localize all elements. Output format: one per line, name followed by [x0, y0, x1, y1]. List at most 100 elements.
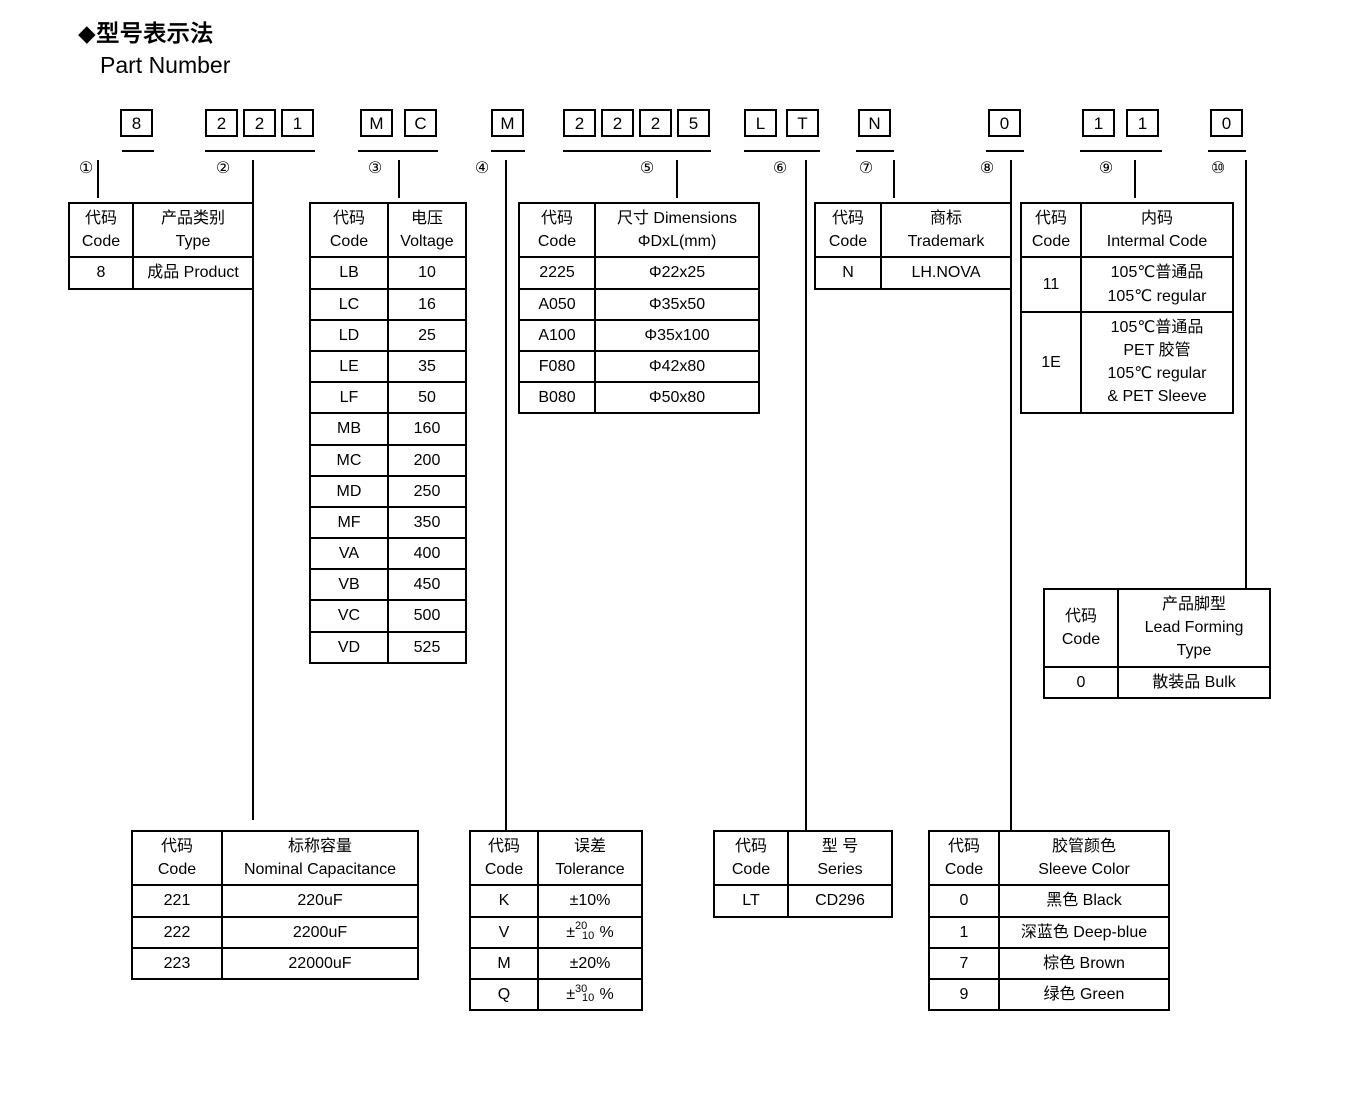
cell-value: 绿色 Green	[998, 977, 1170, 1012]
cell-code: MC	[309, 443, 389, 477]
cell-code: MF	[309, 505, 389, 540]
table-row: 代码 Code 商标 Trademark	[814, 201, 1012, 259]
group-bracket-8	[986, 150, 1024, 152]
header-code: 代码 Code	[469, 829, 539, 887]
cell-code: 221	[131, 884, 223, 918]
cell-code: A100	[518, 318, 596, 352]
cell-code: 222	[131, 915, 223, 949]
table-series: 代码 Code 型 号 Series LT CD296	[713, 829, 893, 918]
header-series: 型 号 Series	[787, 829, 893, 887]
header-code: 代码 Code	[68, 201, 134, 259]
code-box-7: 2	[563, 109, 596, 137]
group-bracket-5	[563, 150, 711, 152]
cell-value: 2200uF	[221, 915, 419, 949]
cell-value: Φ42x80	[594, 349, 760, 384]
cell-code: LF	[309, 381, 389, 415]
table-row: 代码 Code 型 号 Series	[713, 829, 893, 887]
code-box-9: 2	[639, 109, 672, 137]
cell-value: 深蓝色 Deep-blue	[998, 915, 1170, 949]
cell-value: 250	[387, 474, 467, 508]
table-row: LT CD296	[713, 884, 893, 918]
cell-value: 200	[387, 443, 467, 477]
cell-code: N	[814, 256, 882, 290]
cell-value: 成品 Product	[132, 256, 254, 290]
header-voltage: 电压 Voltage	[387, 201, 467, 259]
cell-value: Φ35x100	[594, 318, 760, 352]
cell-value: 160	[387, 412, 467, 446]
cell-value: 500	[387, 599, 467, 633]
cell-value: 棕色 Brown	[998, 946, 1170, 980]
cell-value: 黑色 Black	[998, 884, 1170, 918]
cell-code: VC	[309, 599, 389, 633]
cell-code: VD	[309, 630, 389, 664]
cell-code: LE	[309, 349, 389, 384]
group-marker-3: ③	[367, 160, 383, 177]
cell-code: MD	[309, 474, 389, 508]
cell-code: 9	[928, 977, 1000, 1012]
group-marker-9: ⑨	[1098, 160, 1114, 177]
group-bracket-10	[1208, 150, 1246, 152]
code-box-8: 2	[601, 109, 634, 137]
group-marker-2: ②	[215, 160, 231, 177]
cell-value: 10	[387, 256, 467, 290]
code-box-3: 1	[281, 109, 314, 137]
group-marker-8: ⑧	[979, 160, 995, 177]
cell-value: Φ22x25	[594, 256, 760, 290]
header-code: 代码 Code	[1020, 201, 1082, 259]
group-bracket-7	[856, 150, 894, 152]
cell-code: LC	[309, 287, 389, 321]
cell-value: 25	[387, 318, 467, 352]
code-box-13: N	[858, 109, 891, 137]
header-internal-code: 内码 Intermal Code	[1080, 201, 1234, 259]
cell-code: 8	[68, 256, 134, 290]
group-marker-6: ⑥	[772, 160, 788, 177]
header-code: 代码 Code	[518, 201, 596, 259]
table-row: 代码 Code 产品脚型 Lead Forming Type	[1043, 588, 1271, 668]
cell-value: 220uF	[221, 884, 419, 918]
code-box-12: T	[786, 109, 819, 137]
group-marker-4: ④	[474, 160, 490, 177]
cell-value: 525	[387, 630, 467, 664]
header-code: 代码 Code	[713, 829, 789, 887]
header-code: 代码 Code	[928, 829, 1000, 887]
cell-value: LH.NOVA	[880, 256, 1012, 290]
code-box-4: M	[360, 109, 393, 137]
table-row: M±20%	[469, 946, 643, 980]
code-box-10: 5	[677, 109, 710, 137]
cell-code: 0	[928, 884, 1000, 918]
cell-value: Φ50x80	[594, 381, 760, 415]
table-row: 代码 Code 胶管颜色 Sleeve Color	[928, 829, 1170, 887]
group-leader-line-7	[893, 160, 895, 198]
table-row: 11 105℃普通品 105℃ regular	[1020, 256, 1234, 313]
group-bracket-9	[1080, 150, 1162, 152]
table-type: 代码 Code 产品类别 Type 8 成品 Product	[68, 201, 254, 290]
cell-code: VA	[309, 537, 389, 571]
cell-code: M	[469, 946, 539, 980]
group-bracket-3	[358, 150, 438, 152]
code-box-15: 1	[1082, 109, 1115, 137]
cell-value: ±20%	[537, 946, 643, 980]
cell-value: 散装品 Bulk	[1117, 665, 1271, 699]
cell-code: LB	[309, 256, 389, 290]
table-row: 代码 Code 尺寸 Dimensions ΦDxL(mm)	[518, 201, 760, 259]
code-box-17: 0	[1210, 109, 1243, 137]
header-code: 代码 Code	[1043, 588, 1119, 668]
group-bracket-1	[122, 150, 154, 152]
table-row: 代码 Code 产品类别 Type	[68, 201, 254, 259]
